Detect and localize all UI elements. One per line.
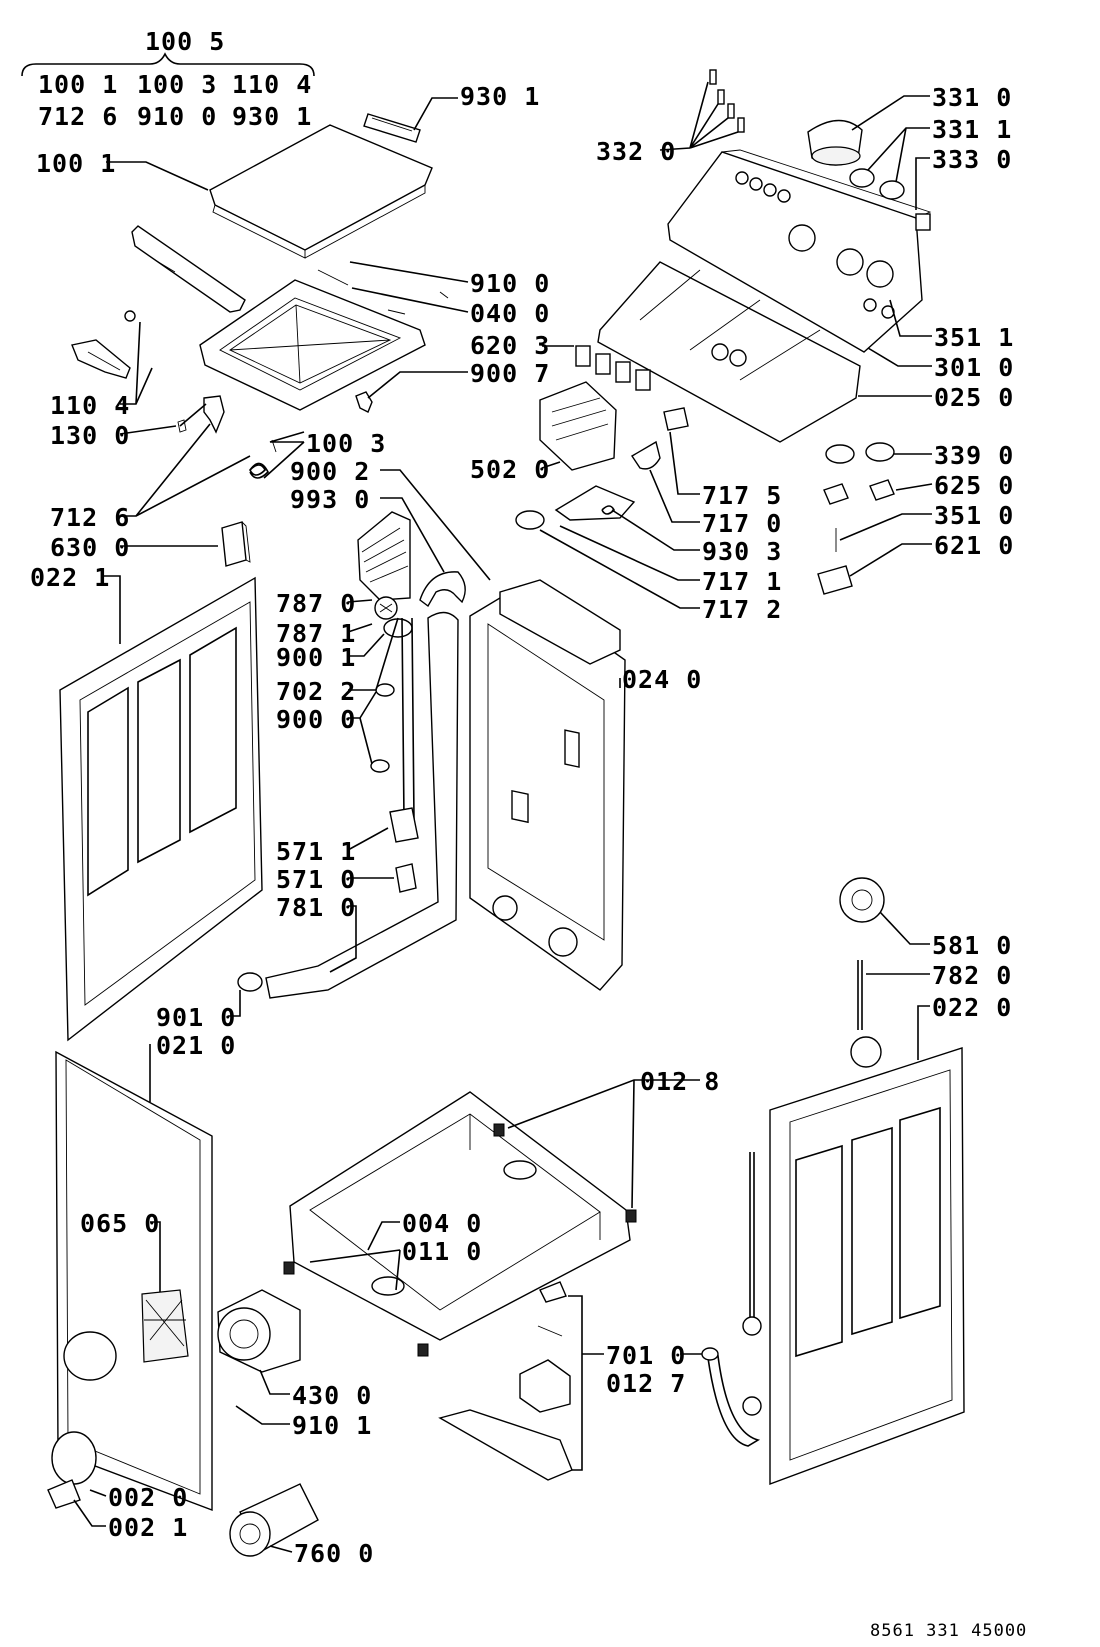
callout-333-0: 333 0 (932, 145, 1012, 174)
callout-332-0: 332 0 (596, 137, 676, 166)
document-code: 8561 331 45000 (870, 1621, 1027, 1641)
header-item-5: 910 0 (137, 102, 217, 131)
dispenser-drawing (597, 261, 861, 443)
callout-581-0: 581 0 (932, 931, 1012, 960)
header-item-3: 110 4 (232, 70, 312, 99)
callout-702-2: 702 2 (276, 677, 356, 706)
callout-781-0: 781 0 (276, 893, 356, 922)
leader-lines (73, 81, 933, 1553)
filter-block-drawing (221, 521, 247, 567)
header-item-2: 100 3 (137, 70, 217, 99)
callout-025-0: 025 0 (934, 383, 1014, 412)
callout-065-0: 065 0 (80, 1209, 160, 1238)
callout-760-0: 760 0 (294, 1539, 374, 1568)
callout-712-6: 712 6 (50, 503, 130, 532)
callout-labels: 930 1 100 1 910 0 040 0 110 4 130 0 100 … (30, 82, 1014, 1568)
header-item-6: 930 1 (232, 102, 312, 131)
part-drawings (47, 69, 965, 1557)
callout-717-5: 717 5 (702, 481, 782, 510)
front-panel-drawing (55, 1050, 213, 1512)
callout-717-1: 717 1 (702, 567, 782, 596)
callout-012-8: 012 8 (640, 1067, 720, 1096)
right-side-panel-drawing (769, 1047, 965, 1486)
callout-701-0: 701 0 (606, 1341, 686, 1370)
callout-787-0: 787 0 (276, 589, 356, 618)
callout-331-1: 331 1 (932, 115, 1012, 144)
callout-900-0: 900 0 (276, 705, 356, 734)
callout-331-0: 331 0 (932, 83, 1012, 112)
callout-900-1: 900 1 (276, 643, 356, 672)
callout-004-0: 004 0 (402, 1209, 482, 1238)
callout-502-0: 502 0 (470, 455, 550, 484)
callout-901-0: 901 0 (156, 1003, 236, 1032)
callout-040-0: 040 0 (470, 299, 550, 328)
callout-571-0: 571 0 (276, 865, 356, 894)
callout-900-2: 900 2 (290, 457, 370, 486)
callout-002-1: 002 1 (108, 1513, 188, 1542)
bellows-drawing (357, 511, 411, 601)
header-item-4: 712 6 (38, 102, 118, 131)
callout-011-0: 011 0 (402, 1237, 482, 1266)
front-panel-label-drawing (141, 1289, 189, 1363)
callout-301-0: 301 0 (934, 353, 1014, 382)
callout-620-3: 620 3 (470, 331, 550, 360)
callout-910-1: 910 1 (292, 1411, 372, 1440)
callout-130-0: 130 0 (50, 421, 130, 450)
callout-012-7: 012 7 (606, 1369, 686, 1398)
callout-787-1: 787 1 (276, 619, 356, 648)
strip-drawing (363, 113, 421, 143)
callout-110-4: 110 4 (50, 391, 130, 420)
callout-339-0: 339 0 (934, 441, 1014, 470)
header-item-1: 100 1 (38, 70, 118, 99)
callout-930-3: 930 3 (702, 537, 782, 566)
lid-drawing (209, 124, 433, 251)
callout-022-0: 022 0 (932, 993, 1012, 1022)
callout-351-0: 351 0 (934, 501, 1014, 530)
callout-717-0: 717 0 (702, 509, 782, 538)
callout-022-1: 022 1 (30, 563, 110, 592)
callout-993-0: 993 0 (290, 485, 370, 514)
callout-430-0: 430 0 (292, 1381, 372, 1410)
callout-782-0: 782 0 (932, 961, 1012, 990)
callout-910-0: 910 0 (470, 269, 550, 298)
callout-625-0: 625 0 (934, 471, 1014, 500)
pcb-drawing (539, 381, 617, 471)
callout-021-0: 021 0 (156, 1031, 236, 1060)
drain-hose-drawing (265, 611, 459, 999)
callout-100-1: 100 1 (36, 149, 116, 178)
callout-621-0: 621 0 (934, 531, 1014, 560)
callout-351-1: 351 1 (934, 323, 1014, 352)
callout-571-1: 571 1 (276, 837, 356, 866)
callout-930-1-top: 930 1 (460, 82, 540, 111)
callout-100-3: 100 3 (306, 429, 386, 458)
callout-717-2: 717 2 (702, 595, 782, 624)
callout-900-7: 900 7 (470, 359, 550, 388)
left-side-panel-drawing (59, 576, 263, 1042)
header-group: 100 5 100 1 100 3 110 4 712 6 910 0 930 … (21, 27, 315, 131)
callout-024-0: 024 0 (622, 665, 702, 694)
callout-630-0: 630 0 (50, 533, 130, 562)
header-title: 100 5 (145, 27, 225, 56)
callout-002-0: 002 0 (108, 1483, 188, 1512)
header-brace (21, 52, 315, 77)
handle-drawing (131, 225, 246, 313)
